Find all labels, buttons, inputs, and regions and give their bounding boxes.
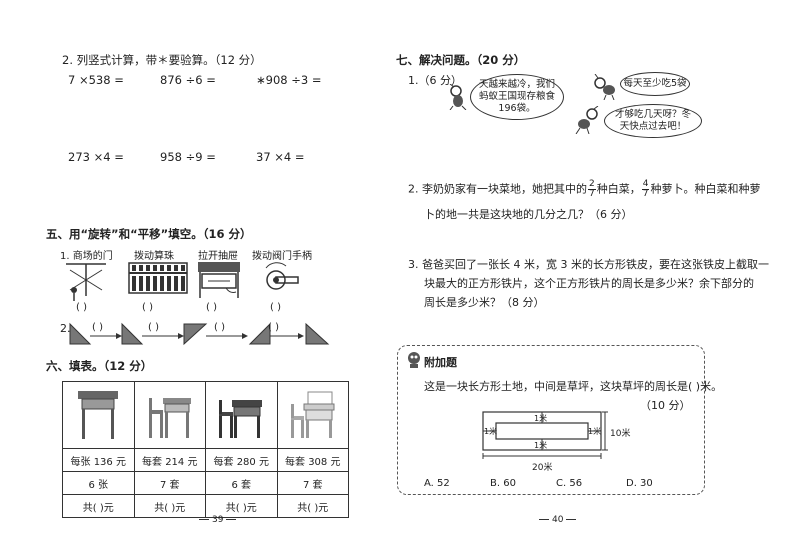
calc-item-5: 958 ÷9 = <box>160 150 216 164</box>
calc-item-2: 876 ÷6 = <box>160 73 216 87</box>
dim-left-label: 1米 <box>484 427 498 436</box>
desk-chair-set-3-cell <box>276 381 349 449</box>
row2-answer-1[interactable]: ( ) <box>92 322 103 333</box>
row2-answer-3[interactable]: ( ) <box>214 322 225 333</box>
q2-text-b: 种白菜， <box>596 182 641 196</box>
pic-label-abacus: 拨动算珠 <box>134 251 174 262</box>
fraction-denominator: 7 <box>589 189 595 199</box>
q3-text-line3: 周长是多少米？（8 分） <box>424 296 545 309</box>
quantity-cell-4: 7 套 <box>276 471 349 495</box>
dim-top-label: 1米 <box>534 414 548 423</box>
calc-item-1: 7 ×538 = <box>68 73 124 87</box>
desk-chair-set-icon <box>290 391 335 438</box>
price-cell-4: 每套 308 元 <box>276 448 349 472</box>
page-number-right: 40 <box>536 515 579 525</box>
calc-item-6: 37 ×4 = <box>256 150 305 164</box>
price-cell-3: 每套 280 元 <box>205 448 278 472</box>
desk-icon <box>78 390 119 439</box>
desk-chair-set-icon <box>219 399 263 438</box>
ant-character-icon <box>594 74 615 100</box>
quantity-cell-1: 6 张 <box>62 471 135 495</box>
price-cell-1: 每张 136 元 <box>62 448 135 472</box>
row2-answer-2[interactable]: ( ) <box>148 322 159 333</box>
valve-illustration <box>265 262 299 290</box>
speech-bubble-1: 天越来越冷，我们蚂蚁王国现存粮食196袋。 <box>470 74 564 120</box>
answer-abacus[interactable]: ( ) <box>142 302 153 313</box>
option-c[interactable]: C. 56 <box>556 478 583 489</box>
abacus-illustration <box>128 262 188 294</box>
q1-label: 1.（6 分） <box>408 74 462 87</box>
revolving-door-illustration <box>66 263 106 301</box>
q3-text-line1: 3. 爸爸买回了一张长 4 米，宽 3 米的长方形铁皮，要在这张铁皮上截取一 <box>408 258 769 271</box>
dim-bottom-label: 1米 <box>534 441 548 450</box>
option-b[interactable]: B. 60 <box>490 478 516 489</box>
speech-bubble-3: 才够吃几天呀？冬天快点过去吧！ <box>604 104 702 138</box>
section5-title: 五、用“旋转”和“平移”填空。（16 分） <box>46 227 252 241</box>
quantity-cell-3: 6 套 <box>205 471 278 495</box>
mascot-icon <box>408 352 420 368</box>
desk-image-cell <box>62 381 135 449</box>
q2-title: 2. 列竖式计算，带＊要验算。（12 分） <box>62 53 262 67</box>
total-cell-1[interactable]: 共( )元 <box>62 494 135 518</box>
dim-right-label: 1米 <box>588 427 602 436</box>
q2-text-line2: 卜的地一共是这块地的几分之几？（6 分） <box>424 208 633 221</box>
option-d[interactable]: D. 30 <box>626 478 653 489</box>
answer-valve[interactable]: ( ) <box>270 302 281 313</box>
answer-drawer[interactable]: ( ) <box>206 302 217 313</box>
bonus-title: 附加题 <box>424 356 457 369</box>
drawer-illustration <box>198 262 240 298</box>
price-cell-2: 每套 214 元 <box>133 448 206 472</box>
total-cell-3[interactable]: 共( )元 <box>205 494 278 518</box>
fraction-numerator: 4 <box>641 179 650 190</box>
fraction-denominator: 7 <box>642 189 649 199</box>
speech-bubble-2: 每天至少吃5袋 <box>620 72 690 96</box>
pic-label-drawer: 拉开抽屉 <box>198 251 238 262</box>
pic-label-door: 1. 商场的门 <box>60 251 113 262</box>
width-label: 20米 <box>532 463 553 473</box>
furniture-table: 每张 136 元 每套 214 元 每套 280 元 每套 308 元 6 张 … <box>62 381 349 518</box>
section6-title: 六、填表。（12 分） <box>46 359 153 373</box>
triangle-transform-row <box>69 322 330 346</box>
bonus-question-box <box>397 345 705 495</box>
fraction-numerator: 2 <box>588 179 596 190</box>
q2-text-a: 2. 李奶奶家有一块菜地，她把其中的 <box>408 182 587 196</box>
ant-character-icon <box>449 84 467 110</box>
answer-door[interactable]: ( ) <box>76 302 87 313</box>
calc-item-4: 273 ×4 = <box>68 150 124 164</box>
q3-text-line2: 块最大的正方形铁片，这个正方形铁片的周长是多少米？余下部分的 <box>424 277 754 290</box>
pic-label-valve: 拨动阀门手柄 <box>252 251 312 262</box>
bonus-points: （10 分） <box>640 399 691 412</box>
bonus-question: 这是一块长方形土地，中间是草坪，这块草坪的周长是( )米。 <box>424 380 723 393</box>
option-a[interactable]: A. 52 <box>424 478 450 489</box>
q2-text-c: 种萝卜。种白菜和种萝 <box>650 182 761 196</box>
ant-character-icon <box>575 106 599 134</box>
quantity-cell-2: 7 套 <box>133 471 206 495</box>
desk-chair-set-1-cell <box>133 381 206 449</box>
section7-title: 七、解决问题。（20 分） <box>396 53 526 67</box>
page-number-left: 39 <box>196 515 239 525</box>
desk-chair-set-icon <box>148 397 191 438</box>
calc-item-3: ∗908 ÷3 = <box>256 73 322 87</box>
row2-label: 2. <box>60 322 71 335</box>
row2-answer-4[interactable]: ( ) <box>268 322 279 333</box>
total-cell-2[interactable]: 共( )元 <box>133 494 206 518</box>
desk-chair-set-2-cell <box>205 381 278 449</box>
height-label: 10米 <box>610 429 631 439</box>
field-diagram <box>482 411 608 459</box>
total-cell-4[interactable]: 共( )元 <box>276 494 349 518</box>
